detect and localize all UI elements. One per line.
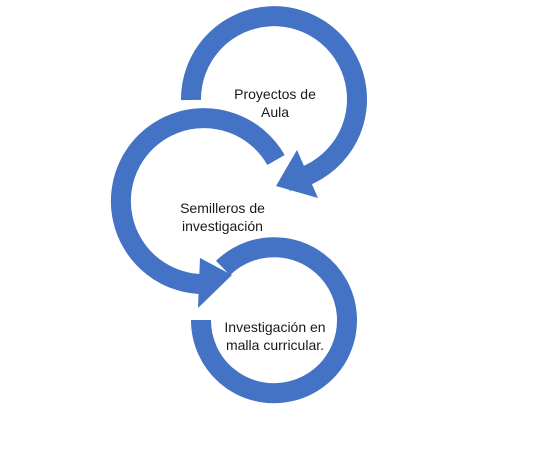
arrow-head-1 bbox=[276, 150, 318, 198]
circular-arrow-2 bbox=[110, 108, 285, 295]
node-label-line: investigación bbox=[182, 218, 263, 234]
arrow-head-2 bbox=[198, 258, 232, 308]
node-label-semilleros-de-investigacion: Semilleros de investigación bbox=[155, 199, 290, 235]
node-label-line: malla curricular. bbox=[225, 337, 325, 353]
node-label-proyectos-de-aula: Proyectos de Aula bbox=[220, 85, 330, 121]
node-label-line: Investigación en bbox=[224, 319, 326, 335]
circular-arrow-1 bbox=[180, 6, 367, 191]
circular-arrow-3 bbox=[190, 237, 357, 404]
node-label-line: Semilleros de bbox=[180, 200, 265, 216]
node-label-investigacion-en-malla-curricular: Investigación en malla curricular. bbox=[210, 318, 340, 354]
node-label-line: Proyectos de bbox=[234, 86, 316, 102]
node-label-line: Aula bbox=[260, 104, 290, 120]
